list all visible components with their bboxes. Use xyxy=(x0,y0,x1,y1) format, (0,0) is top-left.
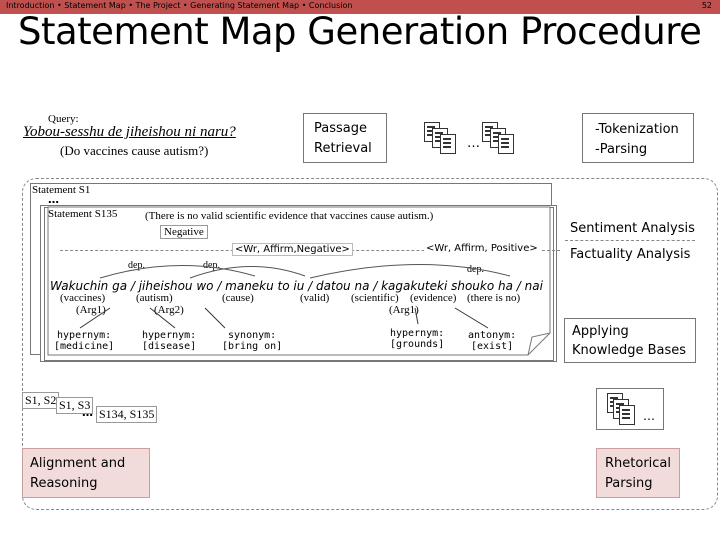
relation-value: [disease] xyxy=(142,341,197,352)
relation-synonym-bring-on: synonym: [bring on] xyxy=(222,330,282,352)
dependency-arcs-svg xyxy=(99,263,511,279)
query-english: (Do vaccines cause autism?) xyxy=(60,143,209,158)
query-label: Query: xyxy=(48,113,79,125)
statement-processing-region xyxy=(22,178,718,510)
factuality-tag-negative: <Wr, Affirm,Negative> xyxy=(232,243,353,256)
document-icon xyxy=(498,134,514,154)
dependency-label: dep. xyxy=(203,260,220,271)
relation-value: [grounds] xyxy=(390,339,445,350)
relation-value: [exist] xyxy=(471,341,514,352)
relation-hypernym-medicine: hypernym: [medicine] xyxy=(54,330,114,352)
gloss-there-is-no: (there is no) xyxy=(467,292,521,304)
relation-type: hypernym: xyxy=(390,328,445,339)
knowledge-bases-box: Applying Knowledge Bases xyxy=(564,318,696,363)
pair-s134-s135: S134, S135 xyxy=(96,406,158,423)
statement-s1-label: Statement S1 xyxy=(32,184,91,196)
statement-romaji: Wakuchin ga / jiheishou wo / maneku to i… xyxy=(50,279,543,293)
pairs-dots: … xyxy=(82,406,93,419)
statement-sentence-en: (There is no valid scientific evidence t… xyxy=(145,210,434,222)
tokenization-label: -Tokenization xyxy=(595,122,679,137)
passage-retrieval-box: Passage Retrieval xyxy=(303,113,387,163)
dependency-label: dep. xyxy=(467,264,484,275)
nav-breadcrumb[interactable]: Introduction • Statement Map • The Proje… xyxy=(6,1,353,10)
tokenization-box: -Tokenization -Parsing xyxy=(582,113,694,163)
rhetorical-docs-box: … xyxy=(596,388,664,430)
page-title: Statement Map Generation Procedure xyxy=(18,10,702,53)
factuality-analysis-label: Factuality Analysis xyxy=(570,247,691,262)
relation-lines-svg xyxy=(79,307,489,329)
alignment-reasoning-box: Alignment and Reasoning xyxy=(22,448,150,498)
sentiment-analysis-label: Sentiment Analysis xyxy=(570,221,695,236)
sentiment-negative-label: Negative xyxy=(160,225,208,239)
factuality-tag-positive: <Wr, Affirm, Positive> xyxy=(424,243,540,254)
statement-s135-label: Statement S135 xyxy=(48,208,118,220)
pair-s1-s2: S1, S2 xyxy=(22,392,60,409)
rhetorical-docs-ellipsis: … xyxy=(643,409,655,423)
dependency-label: dep. xyxy=(128,260,145,271)
relation-type: hypernym: xyxy=(142,330,197,341)
divider xyxy=(565,240,695,242)
document-icon xyxy=(619,405,635,425)
arg2-label: (Arg2) xyxy=(154,304,184,316)
arg1-label: (Arg1) xyxy=(76,304,106,316)
knowledge-bases-label: Applying Knowledge Bases xyxy=(572,324,687,358)
gloss-evidence: (evidence) xyxy=(410,292,457,304)
gloss-vaccines: (vaccines) xyxy=(60,292,106,304)
gloss-cause: (cause) xyxy=(222,292,254,304)
documents-ellipsis: … xyxy=(467,136,480,151)
relation-value: [medicine] xyxy=(54,341,115,352)
query-japanese: Yobou-sesshu de jiheishou ni naru? xyxy=(23,124,236,140)
rhetorical-parsing-label: Rhetorical Parsing xyxy=(605,456,672,491)
rhetorical-parsing-box: Rhetorical Parsing xyxy=(596,448,680,498)
relation-hypernym-disease: hypernym: [disease] xyxy=(142,330,196,352)
documents-icon-group: … xyxy=(420,118,520,160)
relation-hypernym-grounds: hypernym: [grounds] xyxy=(390,328,444,350)
statement-dots: … xyxy=(48,193,59,206)
alignment-reasoning-label: Alignment and Reasoning xyxy=(30,456,126,491)
gloss-scientific: (scientific) xyxy=(351,292,399,304)
header-bar xyxy=(0,0,720,14)
passage-retrieval-label: Passage Retrieval xyxy=(314,121,372,156)
gloss-valid: (valid) xyxy=(300,292,330,304)
relation-antonym-exist: antonym: [exist] xyxy=(468,330,516,352)
pair-s1-s3: S1, S3 xyxy=(56,397,94,414)
relation-type: antonym: xyxy=(468,330,517,341)
document-icon xyxy=(440,134,456,154)
relation-value: [bring on] xyxy=(222,341,283,352)
relation-type: hypernym: xyxy=(57,330,112,341)
arg1-label: (Arg1) xyxy=(389,304,419,316)
parsing-label: -Parsing xyxy=(595,142,648,157)
page-number: 52 xyxy=(701,1,712,10)
relation-type: synonym: xyxy=(228,330,277,341)
gloss-autism: (autism) xyxy=(136,292,173,304)
